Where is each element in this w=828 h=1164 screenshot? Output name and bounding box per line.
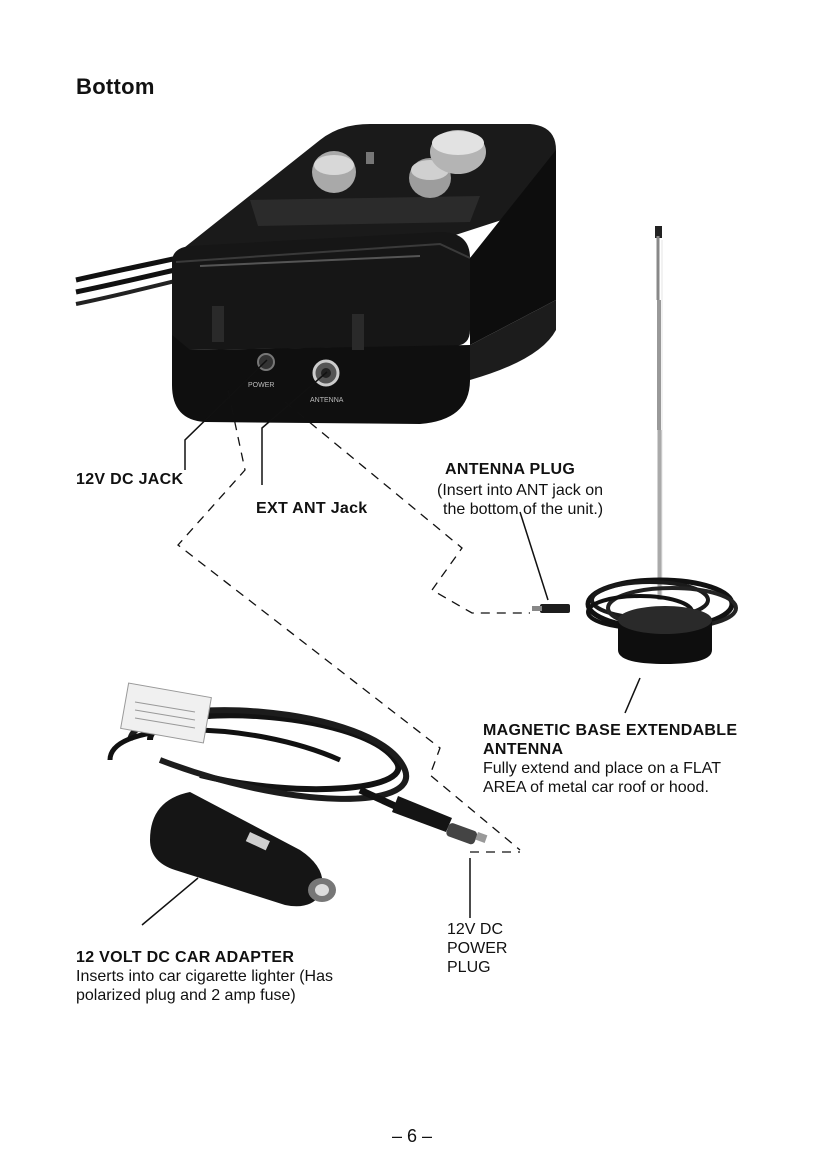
car-adapter-label: 12 VOLT DC CAR ADAPTER Inserts into car … <box>76 949 333 1004</box>
page-number: – 6 – <box>392 1126 433 1146</box>
magnetic-antenna-label: MAGNETIC BASE EXTENDABLE ANTENNA Fully e… <box>483 722 738 796</box>
unit-power-label: POWER <box>248 382 274 389</box>
ext-ant-jack-label: EXT ANT Jack <box>256 500 368 517</box>
magnetic-antenna-image <box>532 226 738 664</box>
connection-dashes <box>177 389 530 853</box>
antenna-plug-desc: (Insert into ANT jack on the bottom of t… <box>437 482 604 518</box>
leader-lines <box>141 359 641 926</box>
scanner-unit-image <box>75 124 556 424</box>
dc-jack-label: 12V DC JACK <box>76 471 184 488</box>
section-title: Bottom <box>76 74 155 99</box>
antenna-plug-label: ANTENNA PLUG <box>445 461 576 478</box>
car-adapter-image <box>107 682 488 907</box>
unit-antenna-label: ANTENNA <box>310 397 344 404</box>
power-plug-label: 12V DC POWER PLUG <box>447 921 508 976</box>
